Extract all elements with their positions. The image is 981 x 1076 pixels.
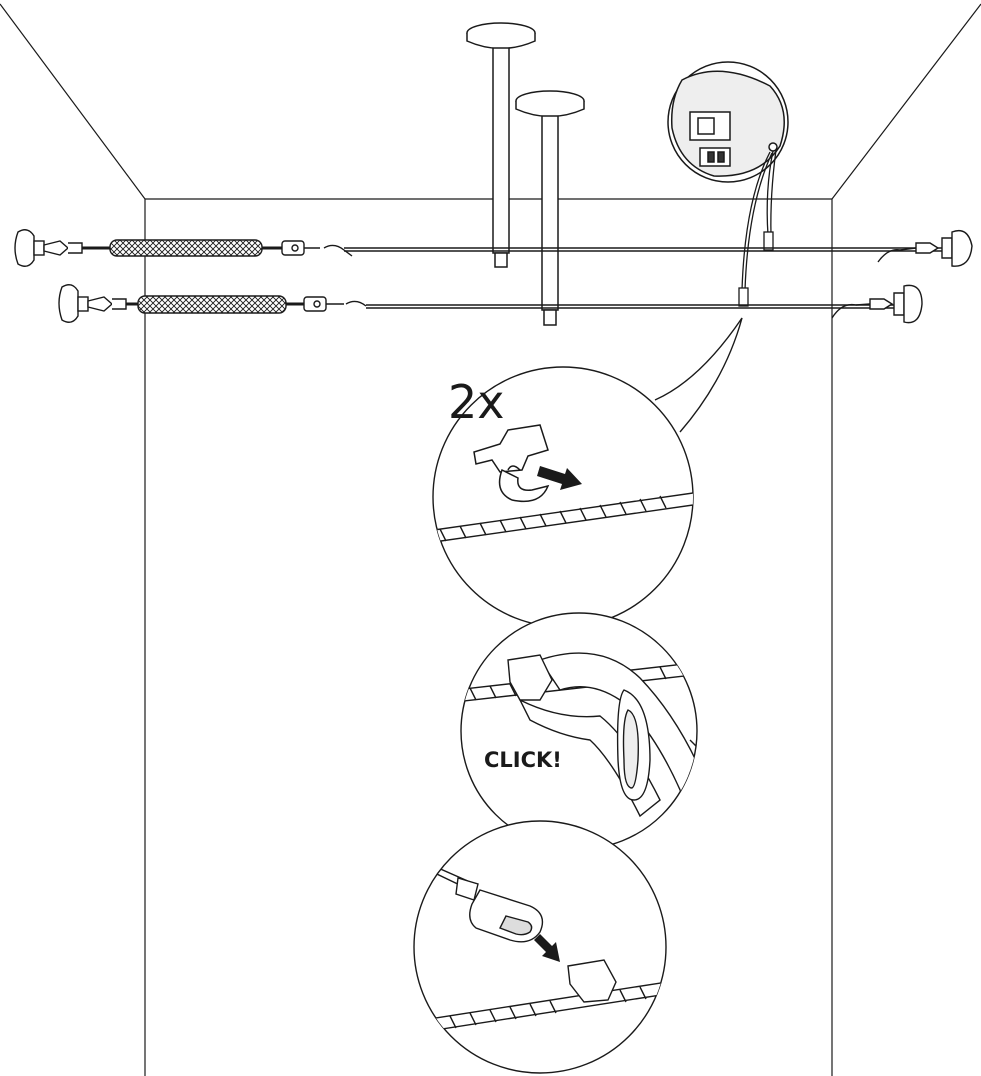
ceiling-edge-left (0, 3, 146, 200)
ceiling-rod-front (466, 22, 536, 268)
cable-clip-icon (567, 959, 617, 1003)
transformer-cables (738, 149, 777, 307)
click-label: CLICK! (484, 748, 562, 772)
room-outline (0, 3, 981, 1076)
cable-clip-icon (473, 424, 550, 503)
connector-plug-icon (455, 877, 544, 943)
wire-assembly-bottom (58, 284, 923, 324)
cable-clip-icon (507, 654, 553, 701)
callout-pointer (654, 317, 743, 433)
transformer-box (667, 61, 789, 183)
ceiling-edge-right (831, 3, 981, 200)
wire-assembly-top (14, 229, 973, 267)
direction-arrow-icon (537, 466, 582, 490)
down-arrow-icon (534, 934, 560, 962)
detail-step-3 (413, 820, 667, 1074)
ceiling-rod-back (515, 90, 585, 326)
pliers-icon (518, 652, 697, 831)
detail-step-1 (432, 366, 694, 628)
detail-step-2 (460, 612, 698, 850)
quantity-label: 2x (448, 375, 505, 429)
